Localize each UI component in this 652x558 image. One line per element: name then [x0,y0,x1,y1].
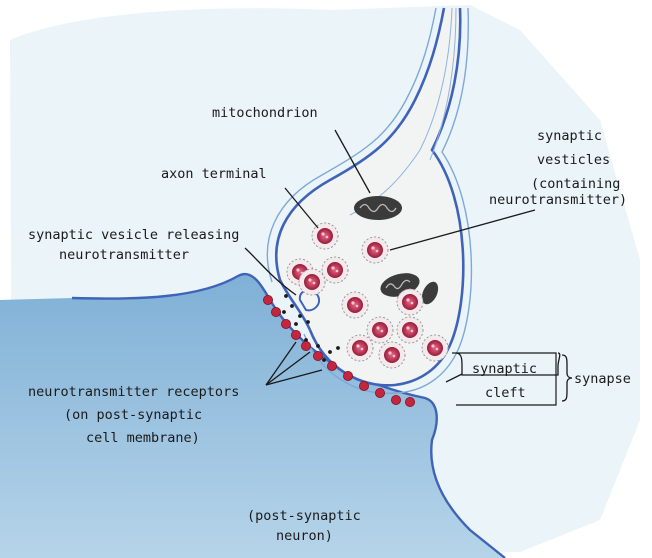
receptor [313,351,322,360]
label-receptors-line1: neurotransmitter receptors [28,384,239,400]
receptor [343,371,352,380]
label-axon-terminal: axon terminal [161,166,267,182]
neurotransmitter-dot [282,310,286,314]
label-post-neuron-line1: (post-synaptic [247,508,361,524]
receptor [359,381,368,390]
label-receptors-line3: cell membrane) [86,430,200,446]
receptor [291,330,300,339]
neurotransmitter-dot [316,344,320,348]
vesicle [322,257,348,283]
mitochondrion-shape [354,196,402,220]
receptor [301,341,310,350]
label-synapse: synapse [574,371,631,387]
receptor [281,319,290,328]
vesicle [422,335,448,361]
receptor [391,395,400,404]
vesicle [342,292,368,318]
vesicle [397,289,423,315]
vesicle [362,237,388,263]
neurotransmitter-dot [336,346,340,350]
vesicle [299,269,325,295]
label-vesicles-line4: neurotransmitter) [489,192,627,208]
neurotransmitter-dot [290,304,294,308]
label-vesicles-line2: vesticles [537,152,610,168]
label-receptors-line2: (on post-synaptic [64,407,202,423]
vesicle [397,317,423,343]
receptor [405,397,414,406]
label-vesicles-line3: (containing [531,176,620,192]
neurotransmitter-dot [328,350,332,354]
receptor [375,388,384,397]
neurotransmitter-dot [294,322,298,326]
label-releasing-line2: neurotransmitter [59,247,189,263]
vesicle [379,342,405,368]
neurotransmitter-dot [284,294,288,298]
neurotransmitter-dot [322,358,326,362]
label-vesicles-line1: synaptic [537,128,602,144]
receptor [271,307,280,316]
vesicle [312,223,338,249]
neurotransmitter-dot [306,320,310,324]
receptor [327,361,336,370]
vesicle [367,317,393,343]
label-cleft-line2: cleft [485,385,526,401]
label-mitochondrion: mitochondrion [212,105,318,121]
receptor [263,295,272,304]
label-releasing-line1: synaptic vesicle releasing [28,227,239,243]
label-cleft-line1: synaptic [472,361,537,377]
neurotransmitter-dot [298,314,302,318]
label-post-neuron-line2: neuron) [276,528,333,544]
vesicle [347,335,373,361]
